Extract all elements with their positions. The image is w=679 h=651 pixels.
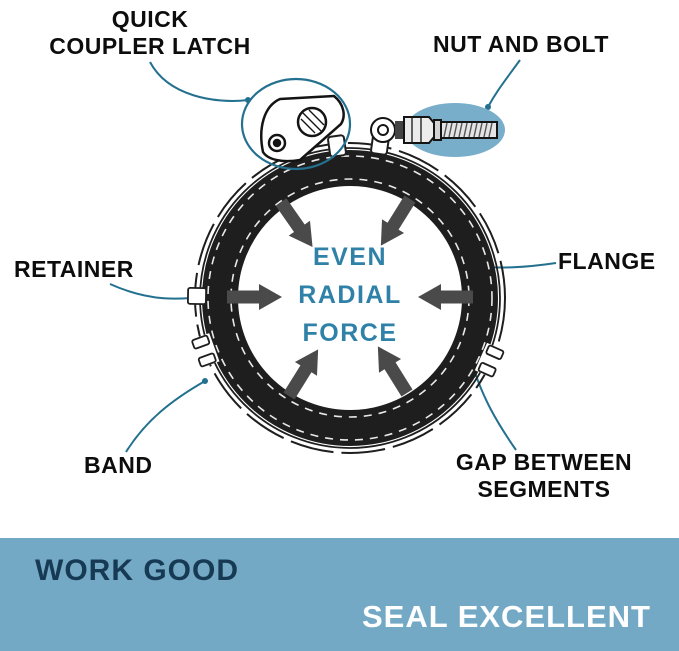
leader-lines <box>109 59 557 453</box>
force-text-line2: RADIAL <box>298 281 402 309</box>
label-quick-coupler-latch: QUICK COUPLER LATCH <box>49 6 251 60</box>
latch-icon <box>260 94 345 163</box>
banner-title: WORK GOOD <box>35 554 239 587</box>
segment-gap-left <box>188 333 220 369</box>
leader-band <box>125 380 206 453</box>
leader-nut-and-bolt <box>487 59 521 108</box>
force-text-line3: FORCE <box>302 319 398 347</box>
leader-quick-coupler-latch <box>149 61 249 102</box>
clamp-ring <box>194 142 506 454</box>
latch-highlight-ellipse <box>240 77 352 171</box>
label-nut-and-bolt: NUT AND BOLT <box>433 31 609 57</box>
banner-subtitle: SEAL EXCELLENT <box>361 599 651 634</box>
segment-gap-right <box>474 342 508 380</box>
label-gap-between-segments: GAP BETWEEN SEGMENTS <box>455 449 633 503</box>
label-band: BAND <box>84 452 153 478</box>
bottom-banner: WORK GOOD SEAL EXCELLENT <box>0 538 679 651</box>
center-force-text: EVEN RADIAL FORCE <box>278 238 422 352</box>
retainer-clip <box>186 286 208 306</box>
label-retainer: RETAINER <box>14 256 134 282</box>
force-text-line1: EVEN <box>312 243 388 271</box>
bolt-icon <box>370 116 498 144</box>
label-flange: FLANGE <box>558 248 656 274</box>
